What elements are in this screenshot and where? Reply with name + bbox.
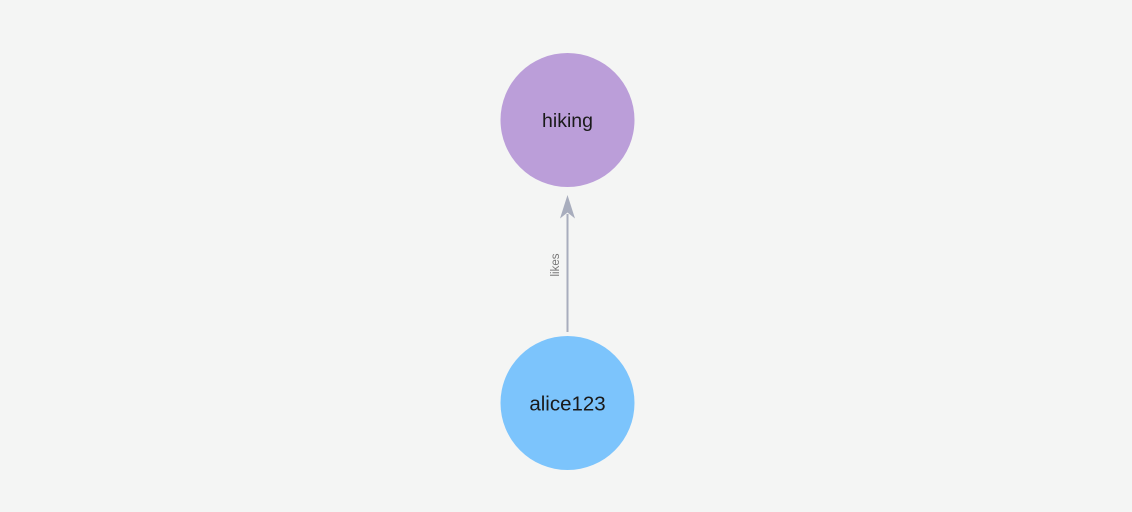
arrowhead-icon: [560, 195, 575, 219]
node-circle-alice123: [500, 336, 635, 470]
node-circle-hiking: [500, 53, 635, 187]
graph-edge-likes[interactable]: likes: [550, 195, 575, 332]
node-label-hiking: hiking: [542, 110, 593, 132]
graph-node-alice123[interactable]: alice123: [500, 336, 635, 470]
graph-node-hiking[interactable]: hiking: [500, 53, 635, 187]
edge-label-likes: likes: [550, 253, 562, 276]
node-label-alice123: alice123: [529, 392, 605, 415]
